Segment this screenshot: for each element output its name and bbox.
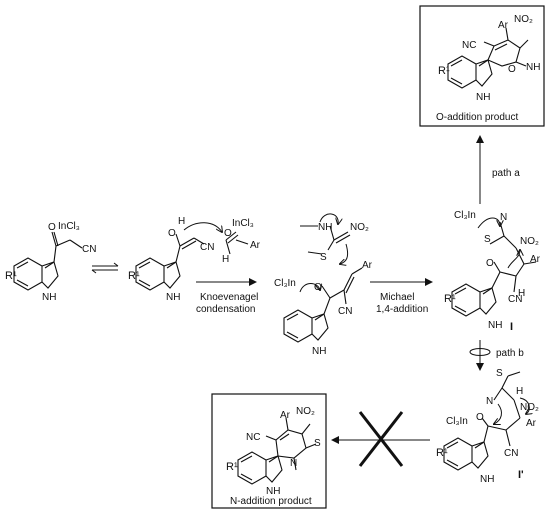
structure-ketene-aminal: NH S NO₂ [300,213,369,264]
no2-label: NO₂ [514,14,533,25]
no2-label: NO₂ [296,406,315,417]
s-label: S [496,368,503,379]
nh-label: NH [266,486,280,497]
path-a-label: path a [492,168,520,179]
intermediate-I-label: I [510,321,513,333]
n-addition-product: Ar NO₂ NC N S R¹ NH N-addition product [211,393,327,509]
r1-label: R¹ [436,447,448,459]
no2-label: NO₂ [520,402,539,413]
path-a-arrow: path a [476,135,520,204]
intermediate-I-prime-label: I' [518,469,524,481]
no2-label: NO₂ [520,236,539,247]
cn-label: CN [508,294,522,305]
ar-label: Ar [250,240,261,251]
structure-intermediate-I: Cl₃In N S O NO₂ Ar H CN R¹ NH I [444,210,541,333]
ar-label: Ar [530,254,541,265]
nh-label: NH [312,346,326,357]
incl3-label: InCl₃ [232,218,254,229]
o-label: O [224,228,232,239]
n-label: N [500,212,507,223]
nh-label: NH [480,474,494,485]
nh-label: NH [476,92,490,103]
structure-cyanoacetylindole-incl3: R¹ NH O InCl₃ CN [5,221,96,303]
ar-label: Ar [362,260,373,271]
structure-intermediate-I-prime: S N H NO₂ Ar Cl₃In O CN R¹ NH I' [436,368,539,485]
o-label: O [168,228,176,239]
condensation-label: condensation [196,304,256,315]
o-product-label: O-addition product [436,112,518,123]
r1-label: R¹ [128,270,140,282]
r1-label: R¹ [438,65,450,77]
nh-label: NH [166,292,180,303]
o-label: O [476,412,484,423]
cn-label: CN [504,448,518,459]
r1-label: R¹ [444,293,456,305]
o-label: O [48,222,56,233]
cn-label: CN [82,244,96,255]
o-label: O [486,258,494,269]
path-b-arrow: path b [469,340,524,371]
h-label: H [178,216,185,227]
n-label: N [290,458,297,469]
no2-label: NO₂ [350,222,369,233]
michael-arrow: Michael 1,4-addition [370,278,433,315]
o-label: O [508,64,516,75]
ar-label: Ar [526,418,537,429]
structure-knoevenagel-adduct: Cl₃In O Ar CN NH [274,260,373,357]
nh-label: NH [488,320,502,331]
ar-label: Ar [280,410,291,421]
cl3in-label: Cl₃In [446,416,468,427]
o-product-box [419,5,545,127]
cl3in-label: Cl₃In [454,210,476,221]
o-label: O [314,282,322,293]
s-label: S [484,234,491,245]
path-b-label: path b [496,348,524,359]
nh-label: NH [318,222,332,233]
o-addition-product: Ar NO₂ NC O NH R¹ NH O-addition product [419,5,545,127]
equilibrium-arrow [91,262,119,274]
cl3in-label: Cl₃In [274,278,296,289]
n-product-box [211,393,327,509]
h-label: H [222,254,229,265]
addition-label: 1,4-addition [376,304,428,315]
blocked-arrow [331,411,430,467]
cn-label: CN [200,242,214,253]
nh-label: NH [526,62,540,73]
ar-label: Ar [498,20,509,31]
structure-enol-form: R¹ NH O H CN [128,216,222,303]
h-label: H [516,386,523,397]
s-label: S [320,252,327,263]
nc-label: NC [462,40,476,51]
cn-label: CN [338,306,352,317]
nc-label: NC [246,432,260,443]
knoevenagel-arrow: Knoevenagel condensation [196,278,258,315]
knoevenagel-label: Knoevenagel [200,292,258,303]
h-label: H [518,288,525,299]
structure-aldehyde-incl3: O InCl₃ H Ar [222,218,261,265]
r1-label: R¹ [226,461,238,473]
s-label: S [314,438,321,449]
michael-label: Michael [380,292,414,303]
incl3-label: InCl₃ [58,221,80,232]
r1-label: R¹ [5,270,17,282]
n-product-label: N-addition product [230,496,312,507]
n-label: N [486,396,493,407]
nh-label: NH [42,292,56,303]
